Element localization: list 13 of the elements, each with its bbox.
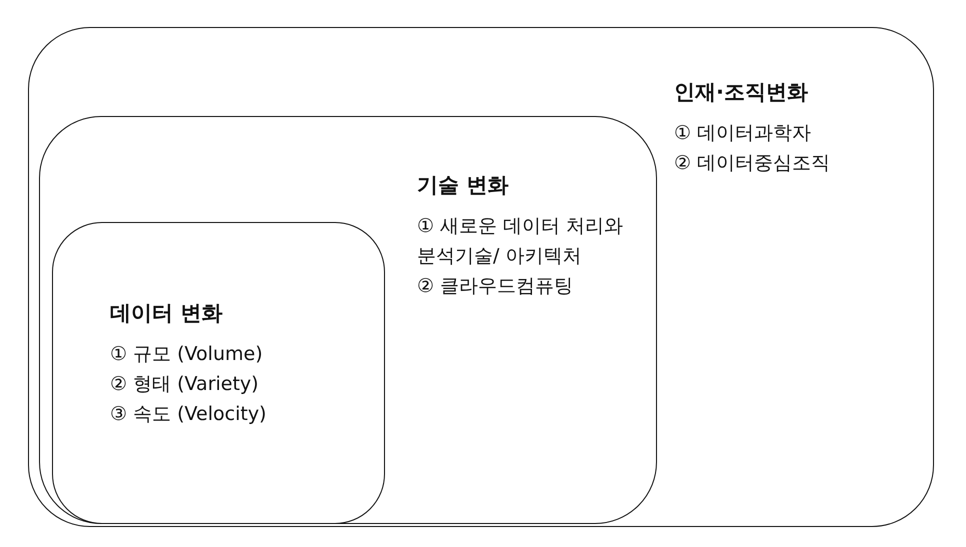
box-heading: 데이터 변화 [110, 300, 224, 327]
rounded-box [39, 116, 657, 524]
rounded-box [52, 222, 385, 524]
list-item: ③ 속도 (Velocity) [110, 402, 268, 427]
list-item: ② 클라우드컴퓨팅 [417, 274, 574, 299]
list-item: ② 데이터중심조직 [674, 151, 832, 176]
list-item: ① 데이터과학자 [674, 121, 812, 146]
list-item: ① 새로운 데이터 처리와 분석기술/ 아키텍처 [417, 214, 624, 269]
box-heading: 인재·조직변화 [674, 79, 809, 106]
list-item: ② 형태 (Variety) [110, 372, 260, 397]
rounded-box [28, 27, 934, 527]
box-heading: 기술 변화 [417, 172, 510, 199]
list-item: ① 규모 (Volume) [110, 342, 264, 367]
